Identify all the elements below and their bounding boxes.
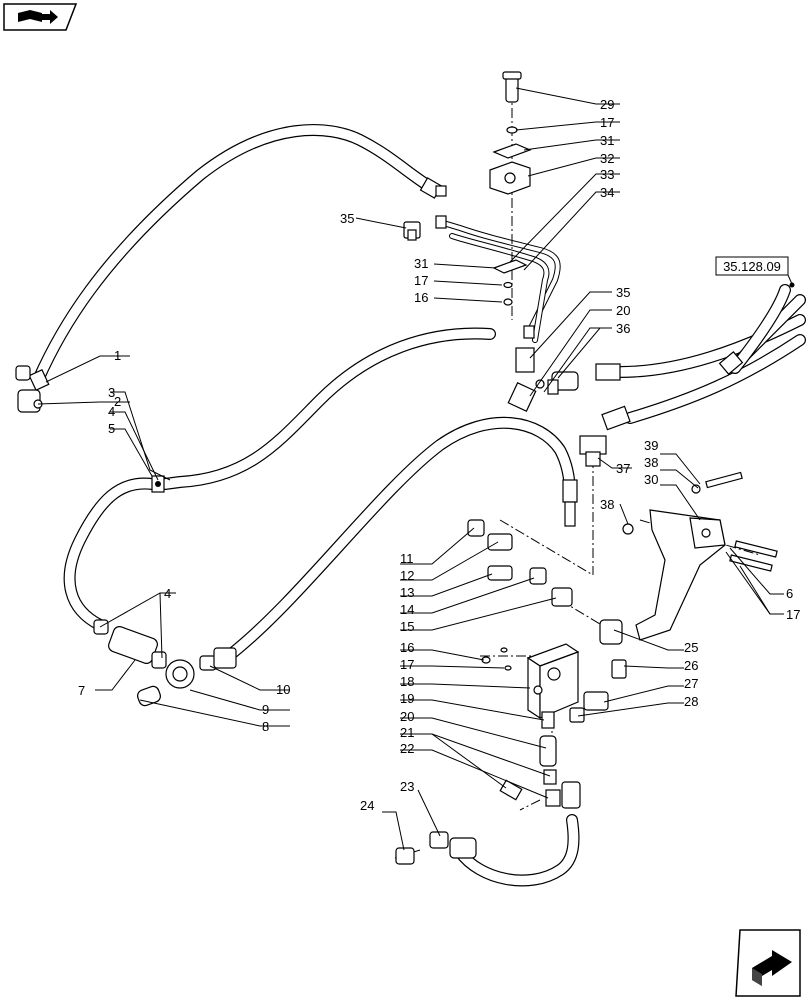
callout-12: 12 [400,568,414,583]
clamp-stack [489,71,532,306]
callout-23: 23 [400,779,414,794]
hose-clamp-5 [151,475,165,493]
hose-upper-fittings [28,177,447,392]
callout-36: 36 [616,321,630,336]
callout-25: 25 [684,640,698,655]
callout-5: 5 [108,421,115,436]
callout-35: 35 [340,211,354,226]
callout-labels: 1 2 3 4 5 4 7 9 8 10 29 17 31 32 33 34 3… [78,97,800,813]
callout-26: 26 [684,658,698,673]
callout-35: 35 [616,285,630,300]
callout-17: 17 [414,273,428,288]
elbow-fittings-20-36 [507,347,579,412]
fittings-25-28 [569,619,627,723]
valve-block-18 [481,643,580,720]
callout-31: 31 [600,133,614,148]
callout-21: 21 [400,725,414,740]
callout-4: 4 [164,586,171,601]
leader-lines [37,87,784,851]
hose-lower-23 [395,781,581,887]
reference-box[interactable]: 35.128.09 [715,256,795,288]
hose-right-bundle [595,284,806,431]
callout-28: 28 [684,694,698,709]
callout-30: 30 [644,472,658,487]
callout-33: 33 [600,167,614,182]
callout-6: 6 [786,586,793,601]
callout-17: 17 [400,657,414,672]
next-page-arrow-icon[interactable] [735,929,801,997]
rigid-pipes-33-34 [435,215,561,343]
callout-4: 4 [108,404,115,419]
callout-32: 32 [600,151,614,166]
callout-15: 15 [400,619,414,634]
callout-9: 9 [262,702,269,717]
callout-2: 2 [114,394,121,409]
callout-8: 8 [262,719,269,734]
callout-16: 16 [414,290,428,305]
hose-lower-arc [224,416,578,661]
callout-20: 20 [400,709,414,724]
callout-20: 20 [616,303,630,318]
callout-17: 17 [786,607,800,622]
callout-10: 10 [276,682,290,697]
callout-29: 29 [600,97,614,112]
hose-return-large [63,327,496,631]
callout-38: 38 [644,455,658,470]
reference-label: 35.128.09 [723,259,781,274]
callout-16: 16 [400,640,414,655]
callout-17: 17 [600,115,614,130]
fittings-19-22 [499,711,561,807]
callout-27: 27 [684,676,698,691]
callout-7: 7 [78,683,85,698]
callout-18: 18 [400,674,414,689]
callout-19: 19 [400,691,414,706]
callout-22: 22 [400,741,414,756]
assembly-axes [394,90,761,859]
callout-37: 37 [616,461,630,476]
callout-13: 13 [400,585,414,600]
callout-24: 24 [360,798,374,813]
book-navigation-icon[interactable] [3,3,78,31]
tee-fitting-37 [579,435,607,467]
fitting-35-upper [403,221,421,241]
left-fittings [15,365,237,707]
fittings-11-15 [467,519,573,607]
callout-31: 31 [414,256,428,271]
callout-11: 11 [400,551,414,566]
callout-3: 3 [108,385,115,400]
callout-38: 38 [600,497,614,512]
callout-1: 1 [114,348,121,363]
callout-34: 34 [600,185,614,200]
hose-upper-arc [32,124,438,386]
callout-14: 14 [400,602,414,617]
bracket-30 [622,471,778,641]
callout-39: 39 [644,438,658,453]
